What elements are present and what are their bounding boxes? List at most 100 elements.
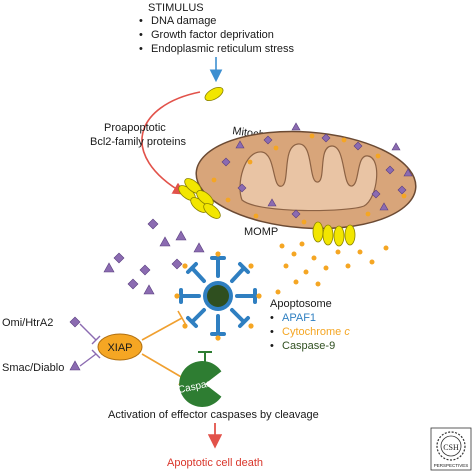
diamond-icon xyxy=(397,185,407,195)
released-cytochrome-dots xyxy=(275,241,389,295)
cytochrome-dot xyxy=(291,251,297,257)
svg-text:CSH: CSH xyxy=(443,443,459,452)
triangle-icon xyxy=(267,198,277,207)
diamond-icon xyxy=(385,165,395,175)
omi-label: Omi/HtrA2 xyxy=(2,317,53,329)
cytochrome-dot xyxy=(299,241,305,247)
stimulus-item: Endoplasmic reticulum stress xyxy=(151,43,295,55)
apoptosome-label: Apoptosome xyxy=(270,298,332,310)
cytochrome-dot xyxy=(357,249,363,255)
cytochrome-dot xyxy=(383,245,389,251)
cytochrome-dot xyxy=(315,281,321,287)
bax-protein-icon xyxy=(333,225,345,247)
legend-bullet: • xyxy=(270,312,274,324)
apoptosome-cytochrome-dots xyxy=(174,251,262,341)
triangle-icon xyxy=(175,230,187,241)
released-omi-triangles xyxy=(103,230,205,295)
triangle-icon xyxy=(143,284,155,295)
apaf1-spokes xyxy=(179,256,257,336)
bcl2-activation-arrow xyxy=(141,91,201,195)
cytochrome-dot xyxy=(309,133,315,139)
apoptosome xyxy=(174,251,262,341)
mito-smac-diamonds xyxy=(221,133,407,219)
svg-text:PERSPECTIVES: PERSPECTIVES xyxy=(434,463,469,468)
bcl2-family-label: Bcl2-family proteins xyxy=(90,136,186,148)
momp-pore-left xyxy=(178,178,221,219)
cytochrome-dot xyxy=(253,213,259,219)
cytochrome-dot xyxy=(283,263,289,269)
cytochrome-dot xyxy=(365,211,371,217)
cytochrome-dot xyxy=(211,177,217,183)
triangle-icon xyxy=(159,236,171,247)
bcl2-protein-icon xyxy=(204,86,224,102)
diamond-icon xyxy=(353,141,363,151)
stimulus-item: Growth factor deprivation xyxy=(151,29,274,41)
stimulus-title: STIMULUS xyxy=(148,2,204,14)
diamond-icon xyxy=(291,209,301,219)
mito-cytochrome-dots xyxy=(211,133,407,225)
cytochrome-dot xyxy=(279,243,285,249)
triangle-icon xyxy=(379,202,389,211)
cytochrome-dot xyxy=(369,259,375,265)
bax-protein-icon xyxy=(344,224,356,246)
triangle-icon xyxy=(291,122,301,131)
proapoptotic-label: Proapoptotic xyxy=(104,122,166,134)
cytochrome-dot xyxy=(293,279,299,285)
mito-cristae xyxy=(239,143,378,212)
cytochrome-dot xyxy=(275,289,281,295)
legend-apaf1: APAF1 xyxy=(282,312,316,324)
cytochrome-dot xyxy=(335,249,341,255)
bax-protein-icon xyxy=(312,221,324,243)
diamond-icon xyxy=(139,264,151,276)
cytochrome-dot xyxy=(301,219,307,225)
legend-bullet: • xyxy=(270,340,274,352)
diamond-icon xyxy=(171,258,183,270)
cytochrome-dot xyxy=(341,137,347,143)
cytochrome-dot xyxy=(303,269,309,275)
cytochrome-dot xyxy=(225,197,231,203)
omi-smac-inhibition xyxy=(79,323,101,367)
triangle-icon xyxy=(103,262,115,273)
diamond-icon xyxy=(113,252,125,264)
omi-diamond-icon xyxy=(69,316,81,328)
triangle-icon xyxy=(391,142,401,151)
diamond-icon xyxy=(221,157,231,167)
csh-perspectives-logo: CSH PERSPECTIVES xyxy=(430,427,472,471)
released-smac-diamonds xyxy=(113,218,183,290)
legend-caspase9: Caspase-9 xyxy=(282,340,335,352)
bax-protein-icon xyxy=(203,203,221,219)
xiap-label: XIAP xyxy=(107,342,132,354)
legend-bullet: • xyxy=(270,326,274,338)
cytochrome-dot xyxy=(273,145,279,151)
bax-protein-icon xyxy=(196,190,214,206)
bullet: • xyxy=(139,43,143,55)
activation-label: Activation of effector caspases by cleav… xyxy=(108,409,319,421)
diamond-icon xyxy=(263,135,273,145)
stimulus-item: DNA damage xyxy=(151,15,216,27)
diamond-icon xyxy=(127,278,139,290)
bullet: • xyxy=(139,29,143,41)
cytochrome-dot xyxy=(323,265,329,271)
cytochrome-dot xyxy=(247,159,253,165)
bullet: • xyxy=(139,15,143,27)
diamond-icon xyxy=(147,218,159,230)
mitochondrion xyxy=(195,130,417,230)
caspase9-core xyxy=(207,285,229,307)
legend-cytochrome: Cytochrome c xyxy=(282,326,350,338)
diamond-icon xyxy=(371,189,381,199)
cytochrome-dot xyxy=(401,193,407,199)
momp-label: MOMP xyxy=(244,226,278,238)
cytochrome-dot xyxy=(375,153,381,159)
xiap-inhibition xyxy=(141,310,188,386)
triangle-icon xyxy=(403,168,413,177)
diamond-icon xyxy=(237,183,247,193)
xiap-protein xyxy=(97,333,143,361)
triangle-icon xyxy=(193,242,205,253)
triangle-icon xyxy=(235,140,245,149)
cytochrome-dot xyxy=(345,263,351,269)
smac-triangle-icon xyxy=(69,360,81,371)
bax-protein-icon xyxy=(322,224,334,246)
cell-death-label: Apoptotic cell death xyxy=(167,457,263,469)
